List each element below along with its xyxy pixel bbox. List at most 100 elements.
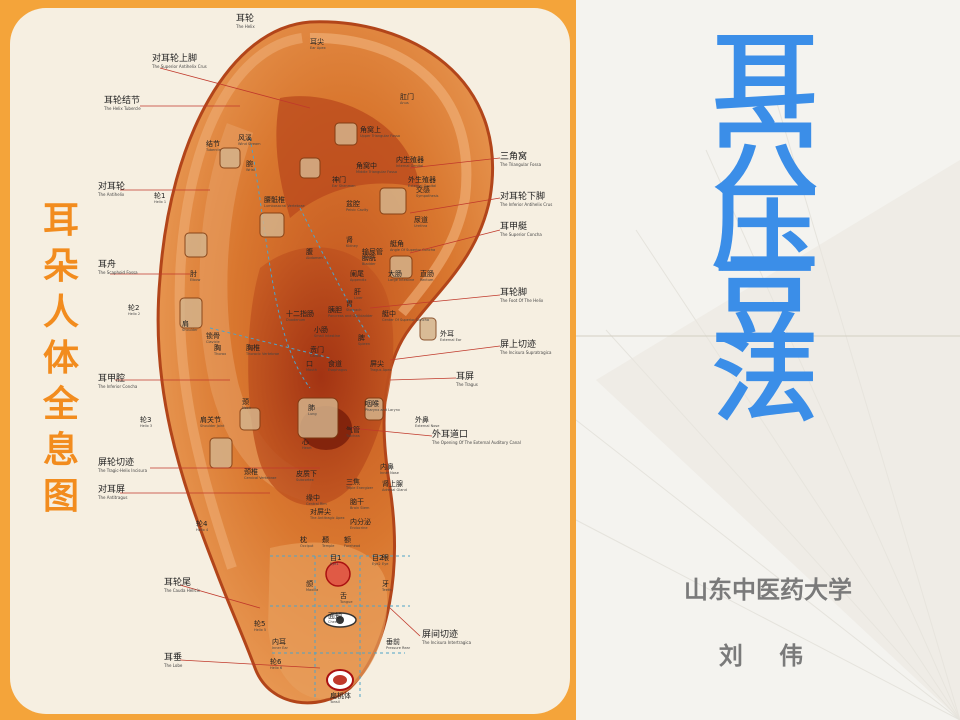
title-char: 法 — [712, 326, 818, 435]
author-name: 刘 伟 — [718, 642, 818, 670]
vertical-chart-title: 耳 朵 人 体 全 息 图 — [36, 198, 86, 520]
title-char: 穴 — [712, 98, 818, 208]
vertical-title-char: 朵 — [42, 246, 79, 287]
ear-illustration — [110, 20, 501, 705]
slide-title: 耳 穴 压 豆 法 — [690, 23, 840, 435]
title-panel: 耳 穴 压 豆 法 山东中医药大学 刘 伟 — [576, 0, 960, 720]
title-char: 豆 — [712, 250, 818, 359]
vertical-title-char: 图 — [42, 476, 79, 517]
concha — [248, 247, 394, 506]
vertical-title-char: 息 — [42, 430, 79, 471]
title-char: 耳 — [712, 23, 818, 132]
university-name: 山东中医药大学 — [684, 576, 852, 604]
vertical-title-char: 全 — [42, 384, 79, 425]
title-char: 压 — [712, 174, 818, 283]
vertical-title-char: 耳 — [42, 200, 79, 241]
vertical-title-char: 体 — [42, 338, 79, 379]
fan-background — [576, 99, 960, 720]
